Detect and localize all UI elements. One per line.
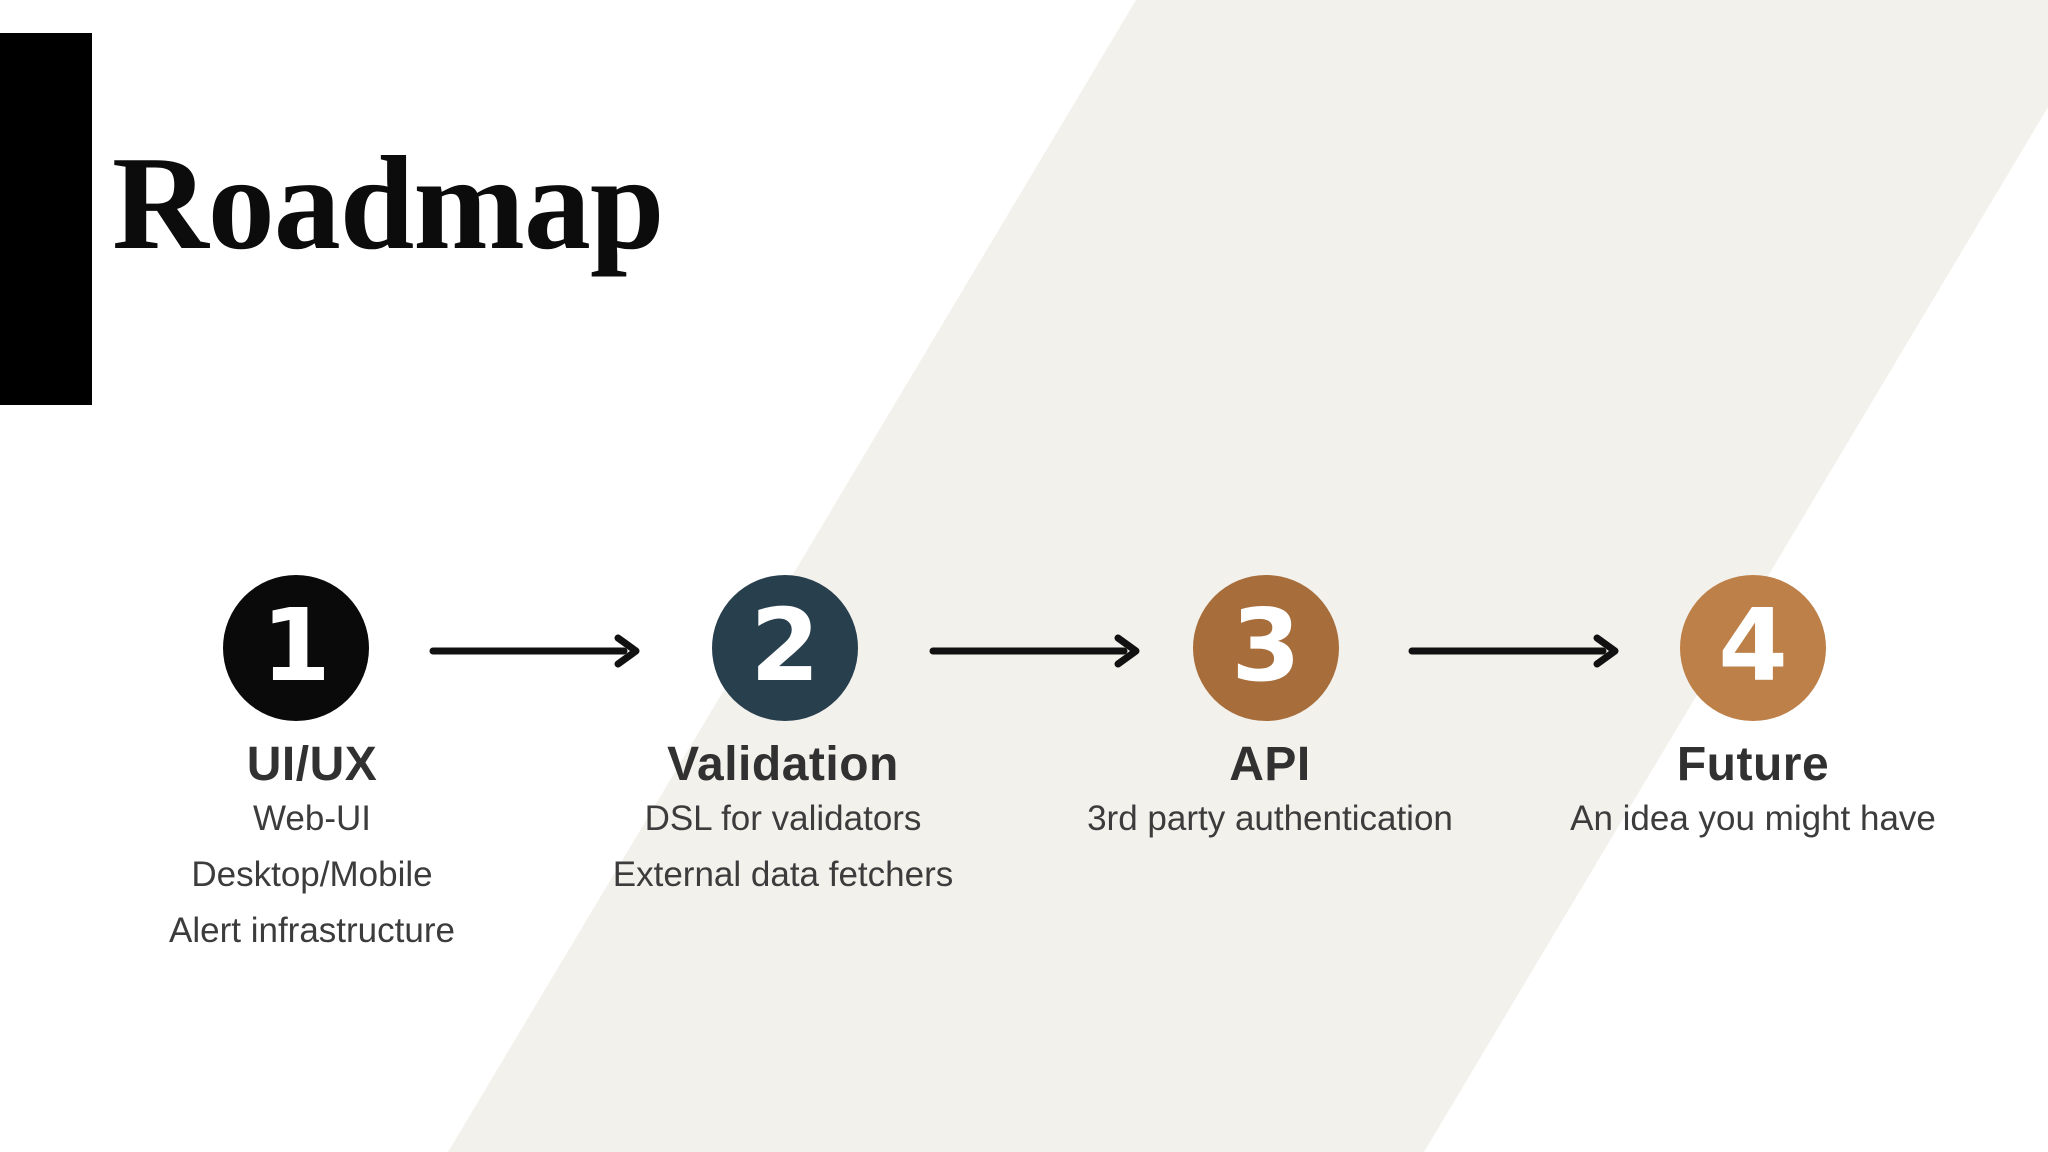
step-1-item: Alert infrastructure	[169, 911, 455, 950]
arrow-right-icon	[929, 634, 1140, 668]
step-3-items: 3rd party authentication	[1020, 791, 1520, 847]
step-1-number-circle: 1	[223, 575, 369, 721]
title-accent-bar	[0, 33, 92, 405]
step-2-title: Validation	[667, 738, 899, 791]
step-1-items: Web-UI Desktop/Mobile Alert infrastructu…	[62, 791, 562, 959]
step-4-items: An idea you might have	[1503, 791, 2003, 847]
slide-title: Roadmap	[112, 129, 664, 277]
arrow-right-icon	[429, 634, 640, 668]
step-2-item: DSL for validators	[644, 799, 922, 838]
step-2-number: 2	[750, 587, 820, 704]
step-3-number: 3	[1231, 587, 1301, 704]
step-4-number: 4	[1718, 587, 1788, 704]
step-3-title: API	[1229, 738, 1311, 791]
step-2-item: External data fetchers	[612, 855, 954, 894]
step-1-number: 1	[261, 587, 331, 704]
step-4-number-circle: 4	[1680, 575, 1826, 721]
step-3-number-circle: 3	[1193, 575, 1339, 721]
step-1-item: Desktop/Mobile	[191, 855, 433, 894]
arrow-right-icon	[1408, 634, 1619, 668]
step-4-item: An idea you might have	[1570, 799, 1936, 838]
step-3-item: 3rd party authentication	[1087, 799, 1453, 838]
step-4-title: Future	[1676, 738, 1830, 791]
step-2-items: DSL for validators External data fetcher…	[533, 791, 1033, 903]
step-2-number-circle: 2	[712, 575, 858, 721]
step-1-title: UI/UX	[246, 738, 378, 791]
step-1-item: Web-UI	[253, 799, 371, 838]
